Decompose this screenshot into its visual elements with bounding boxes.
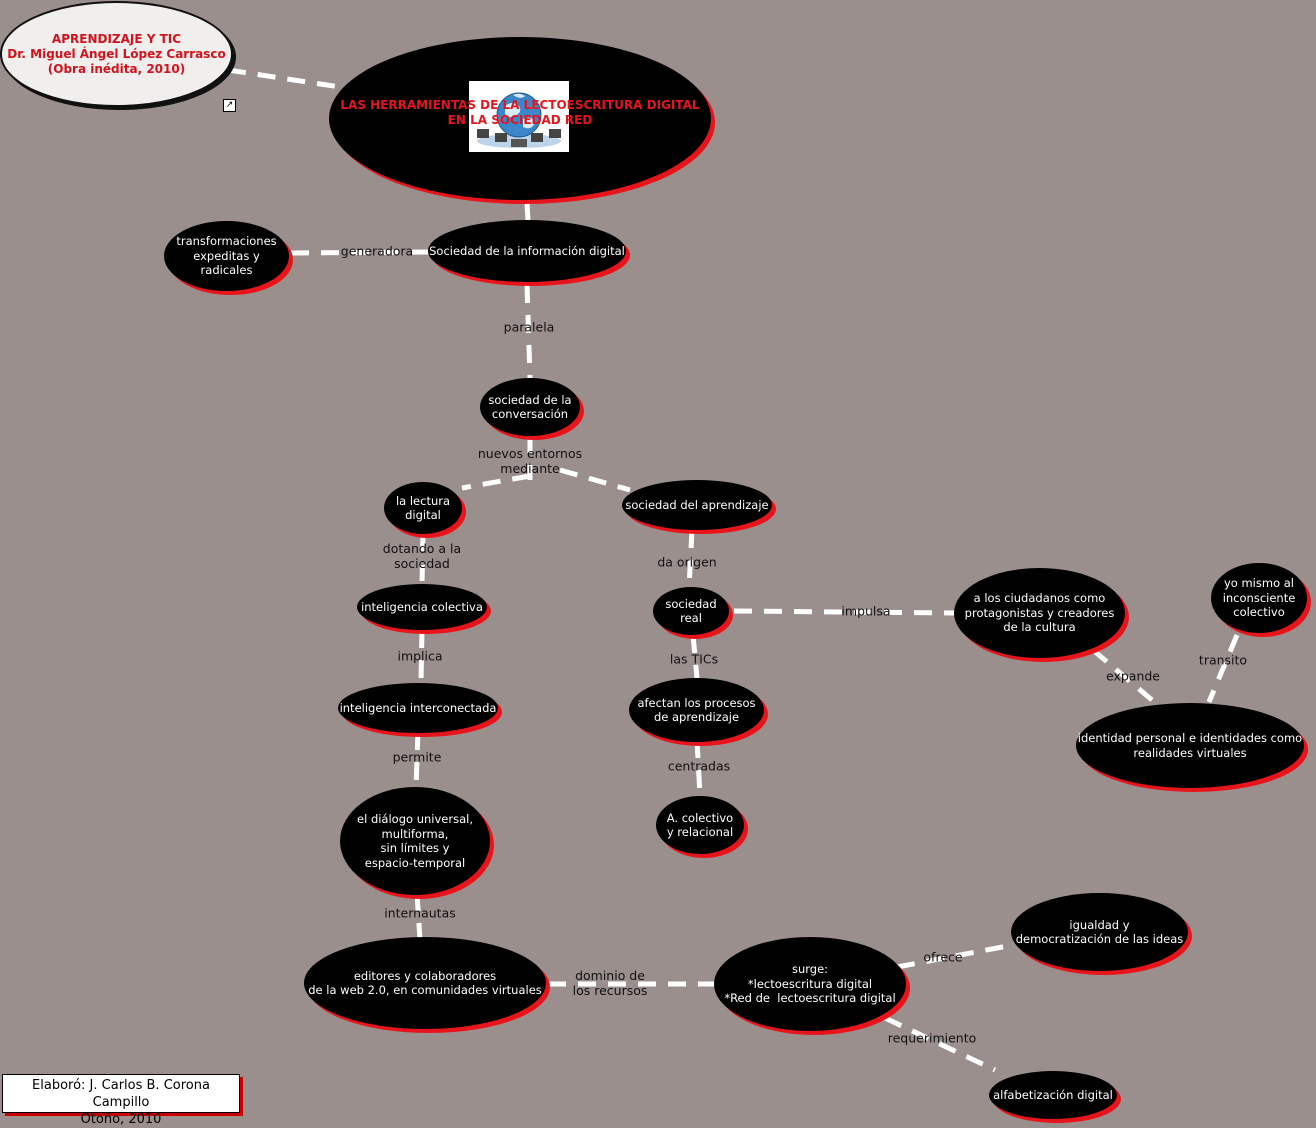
node-alfabetizacion: alfabetización digital: [989, 1071, 1117, 1119]
node-label: el diálogo universal, multiforma, sin lí…: [357, 812, 473, 870]
link-label-ofrece: ofrece: [923, 950, 962, 965]
node-label: editores y colaboradores de la web 2.0, …: [308, 969, 542, 998]
node-sociedad-informacion: Sociedad de la información digital: [428, 220, 626, 282]
node-label: igualdad y democratización de las ideas: [1016, 918, 1184, 947]
node-label: A. colectivo y relacional: [667, 811, 733, 840]
node-surge: surge: *lectoescritura digital *Red de l…: [714, 937, 906, 1031]
author-credit-box: Elaboró: J. Carlos B. Corona Campillo Ot…: [2, 1074, 240, 1113]
node-inteligencia-interconectada: inteligencia interconectada: [338, 683, 498, 733]
main-title: LAS HERRAMIENTAS DE LA LECTOESCRITURA DI…: [340, 98, 699, 128]
link-label-da-origen: da origen: [657, 555, 716, 570]
title-note-line1: APRENDIZAJE Y TIC: [52, 32, 181, 46]
node-label: transformaciones expeditas y radicales: [176, 234, 276, 278]
link-label-nuevos-entornos: nuevos entornos mediante: [478, 446, 582, 476]
link-label-dotando: dotando a la sociedad: [383, 541, 461, 571]
link-label-implica: implica: [397, 649, 442, 664]
shortcut-arrow-icon[interactable]: ↗: [223, 99, 236, 112]
node-label: identidad personal e identidades como re…: [1078, 731, 1302, 760]
connector: [527, 203, 528, 220]
link-label-impulsa: impulsa: [841, 604, 890, 619]
node-yo-mismo: yo mismo al inconsciente colectivo: [1211, 563, 1307, 633]
node-transformaciones: transformaciones expeditas y radicales: [164, 221, 289, 291]
node-label: sociedad de la conversación: [488, 393, 571, 422]
link-label-las-tics: las TICs: [670, 652, 718, 667]
node-label: la lectura digital: [396, 494, 450, 523]
title-note-line3: (Obra inédita, 2010): [48, 62, 185, 76]
link-label-permite: permite: [393, 750, 442, 765]
connector: [462, 476, 530, 488]
author-credit-line1: Elaboró: J. Carlos B. Corona Campillo: [3, 1077, 239, 1111]
node-a-colectivo: A. colectivo y relacional: [656, 796, 744, 854]
node-label: sociedad del aprendizaje: [625, 498, 768, 513]
node-sociedad-conversacion: sociedad de la conversación: [480, 378, 580, 436]
node-inteligencia-colectiva: inteligencia colectiva: [357, 584, 487, 630]
node-label: Sociedad de la información digital: [429, 244, 625, 259]
node-igualdad: igualdad y democratización de las ideas: [1011, 893, 1188, 971]
link-label-paralela: paralela: [504, 320, 555, 335]
node-dialogo-universal: el diálogo universal, multiforma, sin lí…: [340, 787, 490, 895]
link-label-internautas: internautas: [384, 906, 455, 921]
node-afectan-procesos: afectan los procesos de aprendizaje: [629, 678, 764, 742]
node-sociedad-aprendizaje: sociedad del aprendizaje: [622, 480, 772, 530]
node-sociedad-real: sociedad real: [653, 587, 729, 635]
link-label-expande: expande: [1106, 669, 1160, 684]
node-label: alfabetización digital: [993, 1088, 1113, 1103]
link-label-dominio: dominio de los recursos: [573, 968, 648, 998]
node-lectura-digital: la lectura digital: [384, 482, 462, 534]
node-label: inteligencia colectiva: [361, 600, 483, 615]
link-label-requerimiento: requerimiento: [888, 1031, 977, 1046]
node-label: a los ciudadanos como protagonistas y cr…: [965, 591, 1115, 635]
node-ciudadanos: a los ciudadanos como protagonistas y cr…: [954, 568, 1125, 658]
connector: [228, 70, 340, 87]
author-credit-line2: Otoño, 2010: [3, 1111, 239, 1128]
node-label: yo mismo al inconsciente colectivo: [1223, 576, 1296, 620]
node-identidad: identidad personal e identidades como re…: [1076, 703, 1304, 788]
link-label-centradas: centradas: [668, 759, 730, 774]
title-note-line2: Dr. Miguel Ángel López Carrasco: [7, 47, 226, 61]
node-label: afectan los procesos de aprendizaje: [637, 696, 755, 725]
node-label: sociedad real: [665, 597, 716, 626]
link-label-transito: transito: [1199, 653, 1247, 668]
main-topic-node: LAS HERRAMIENTAS DE LA LECTOESCRITURA DI…: [329, 37, 711, 200]
connector: [1209, 635, 1237, 702]
link-label-generadora: generadora: [341, 244, 413, 259]
node-label: inteligencia interconectada: [340, 701, 497, 716]
node-label: surge: *lectoescritura digital *Red de l…: [724, 962, 895, 1006]
node-editores: editores y colaboradores de la web 2.0, …: [304, 937, 546, 1029]
